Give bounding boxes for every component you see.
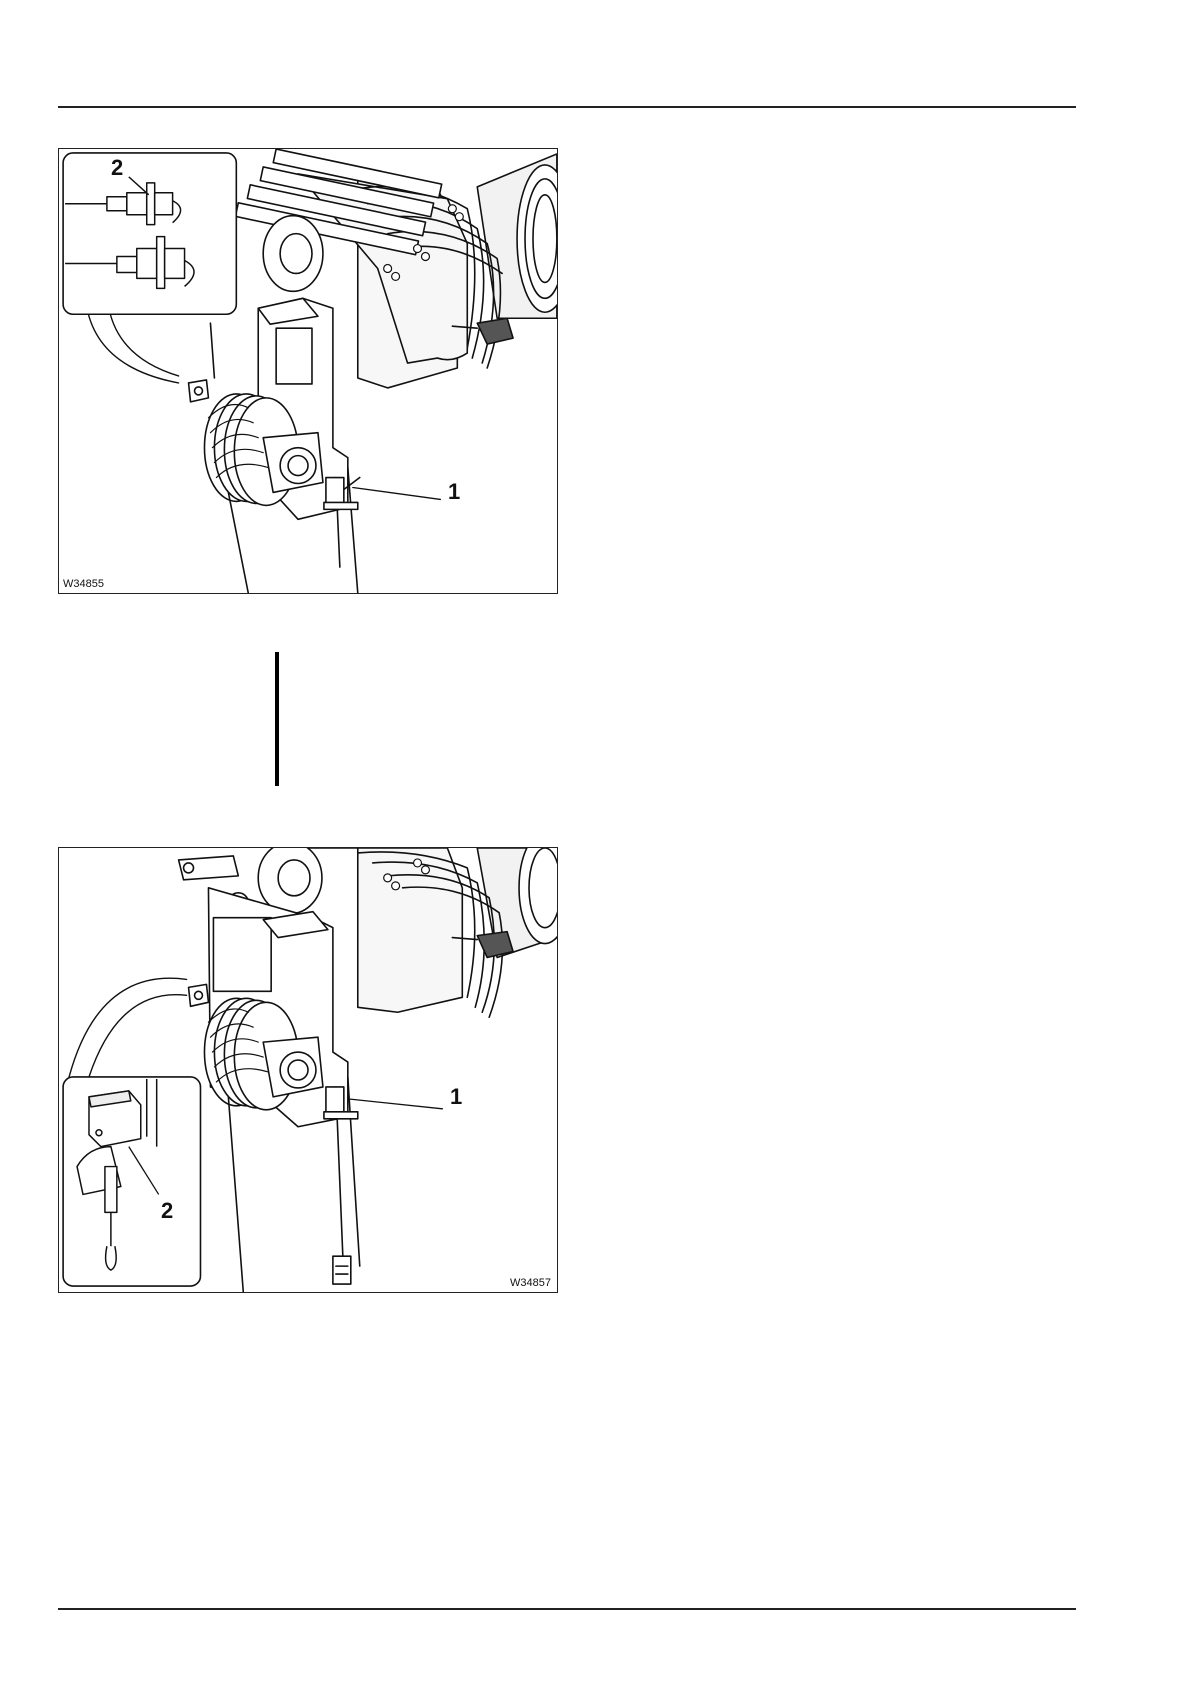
callout-1: 1 bbox=[450, 1084, 462, 1110]
callout-1: 1 bbox=[448, 479, 460, 505]
illustration-boom-head-lower-switch bbox=[59, 848, 557, 1292]
figure-w34857: 1 2 W34857 bbox=[58, 847, 558, 1293]
callout-2: 2 bbox=[161, 1198, 173, 1224]
header-rule bbox=[58, 106, 1076, 108]
figure-id: W34857 bbox=[510, 1277, 551, 1289]
footer-rule bbox=[58, 1608, 1076, 1610]
illustration-boom-head-limit-switch bbox=[59, 149, 557, 593]
figure-id: W34855 bbox=[63, 578, 104, 590]
figure-w34855: 2 1 W34855 bbox=[58, 148, 558, 594]
revision-change-bar bbox=[275, 652, 279, 786]
callout-2: 2 bbox=[111, 155, 123, 181]
